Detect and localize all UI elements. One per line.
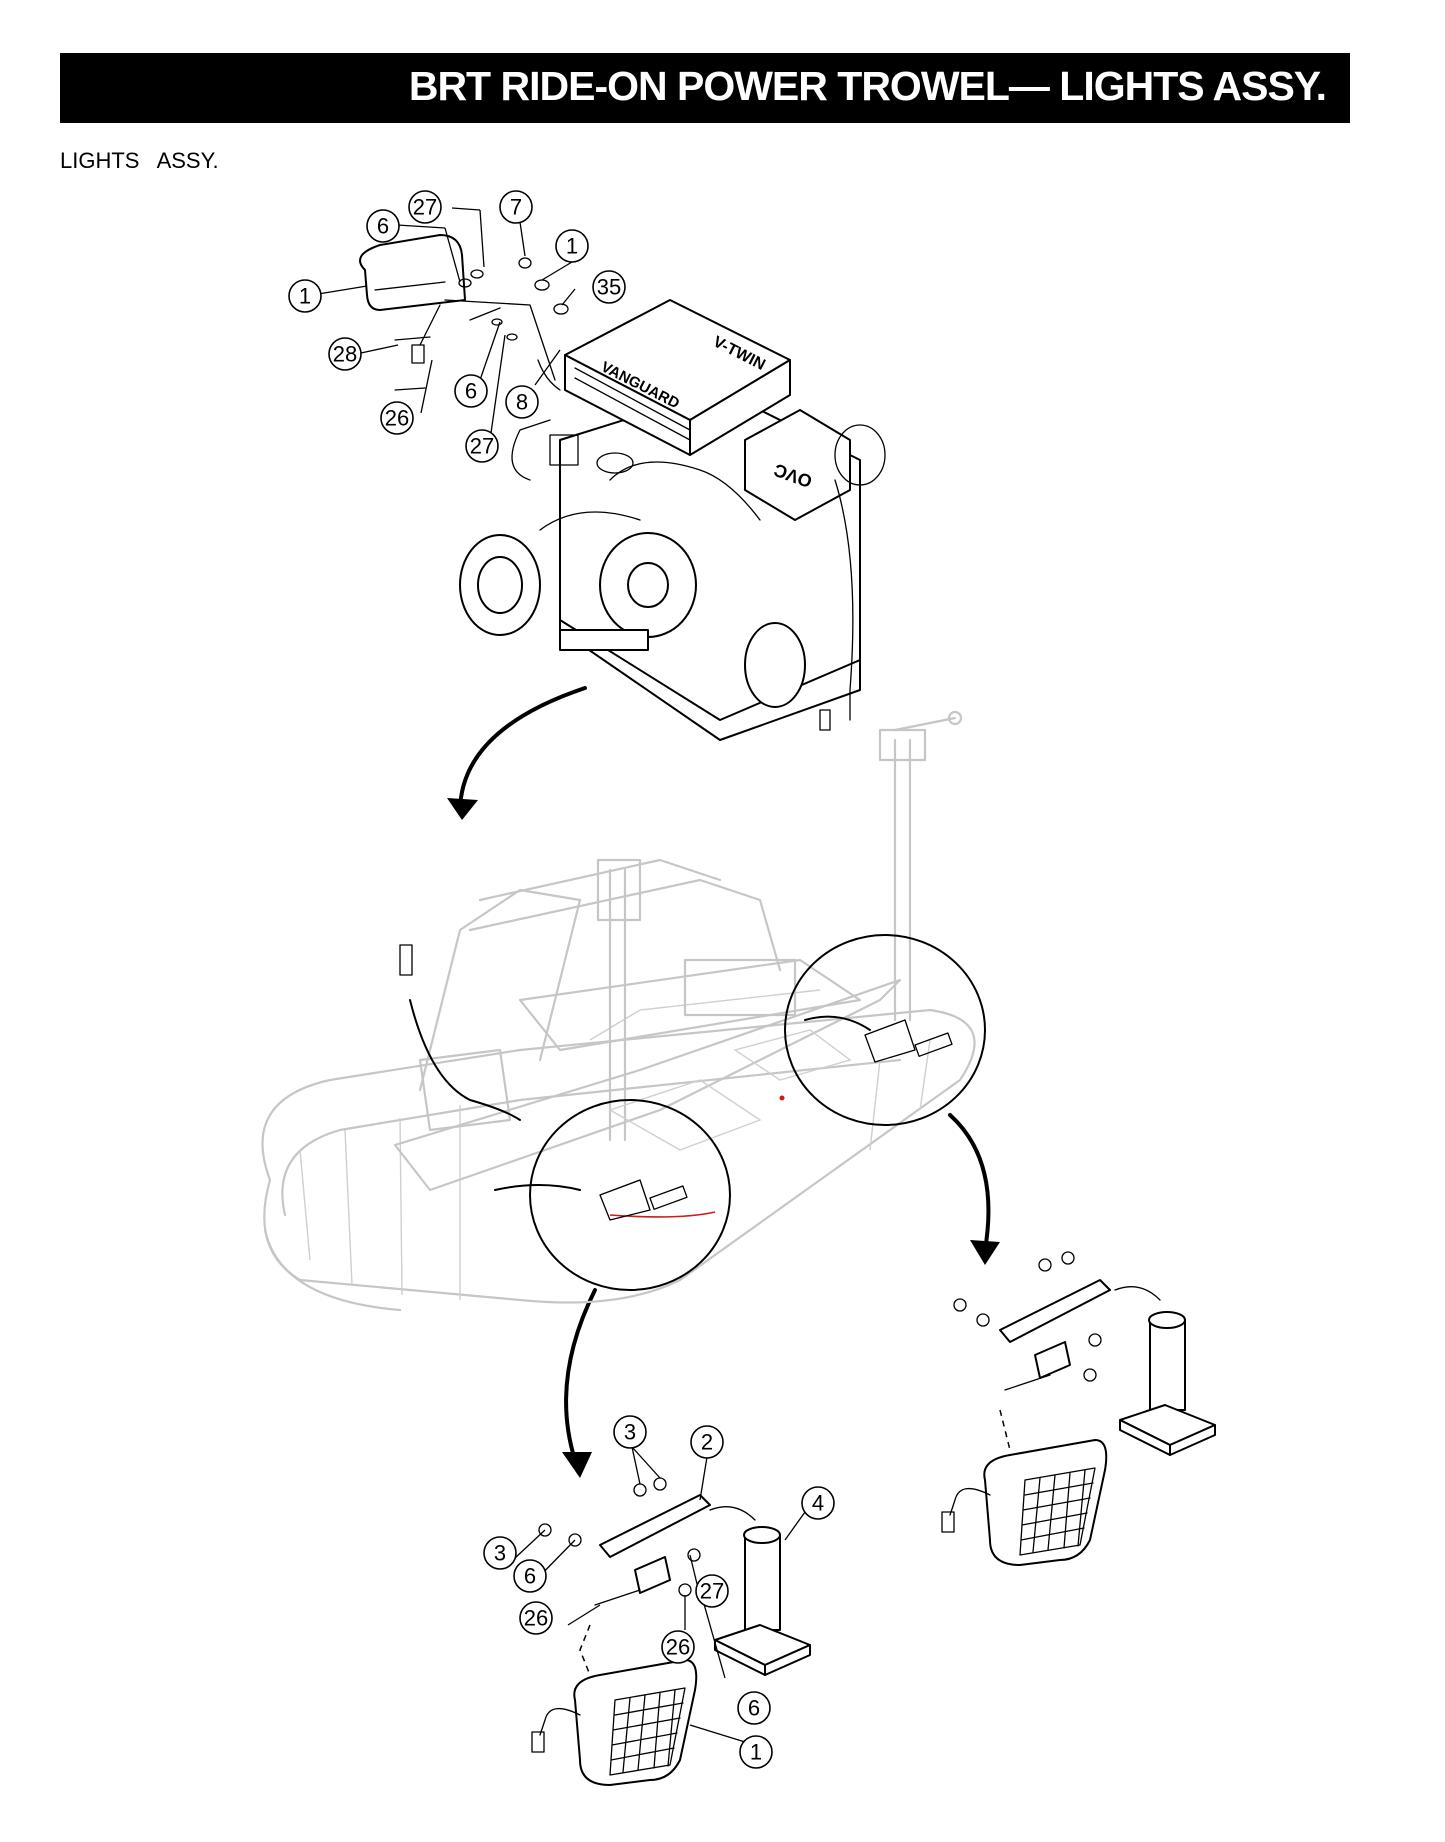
bracket-callouts: 3 2 4 3 6 27 26 26 6 1 [483,1415,835,1769]
callout-28-top: 28 [328,337,362,371]
svg-text:8: 8 [516,390,528,415]
callout-1-light-lower: 1 [739,1735,773,1769]
callout-2: 2 [690,1425,724,1459]
svg-text:26: 26 [524,1606,548,1631]
svg-text:2: 2 [701,1430,713,1455]
callout-6-mid: 6 [454,374,488,408]
callout-1-washer: 1 [555,229,589,263]
callout-6-top: 6 [366,209,400,243]
svg-text:27: 27 [700,1579,724,1604]
callout-7-top: 7 [499,190,533,224]
work-light-top [359,234,466,311]
svg-text:6: 6 [524,1564,536,1589]
svg-text:6: 6 [377,214,389,239]
callout-8-top: 8 [505,385,539,419]
svg-text:35: 35 [597,275,621,300]
svg-text:28: 28 [333,342,357,367]
callout-27-mid: 27 [465,429,499,463]
svg-text:3: 3 [624,1420,636,1445]
callout-26-bolt: 26 [519,1601,553,1635]
callout-27-bracket: 27 [695,1574,729,1608]
section-subtitle: LIGHTS ASSY. [60,148,219,173]
callout-26-top: 26 [380,401,414,435]
light-bracket-left [531,1477,811,1786]
light-bracket-right [941,1251,1216,1566]
callout-1-light: 1 [288,279,322,313]
pedestal-right [1149,1319,1186,1411]
callout-27-top: 27 [408,190,442,224]
callout-3-upper: 3 [613,1415,647,1449]
svg-text:4: 4 [812,1491,824,1516]
trowel-frame [261,710,986,1312]
callout-4: 4 [801,1486,835,1520]
pedestal-left [744,1534,781,1631]
engine-assembly: V-TWIN VANGUARD OVC [459,299,886,741]
engine-light-parts [359,234,569,391]
svg-text:6: 6 [748,1696,760,1721]
svg-text:3: 3 [494,1541,506,1566]
svg-text:1: 1 [566,234,578,259]
svg-text:7: 7 [510,195,522,220]
bracket-plate-right [999,1279,1111,1343]
svg-text:27: 27 [413,195,437,220]
svg-text:6: 6 [465,379,477,404]
flow-arrows [447,686,1000,1478]
callout-3-lower: 3 [483,1536,517,1570]
callout-35-top: 35 [592,270,626,304]
svg-text:26: 26 [385,406,409,431]
page-title: BRT RIDE-ON POWER TROWEL— LIGHTS ASSY. [408,63,1327,109]
svg-text:26: 26 [666,1635,690,1660]
svg-text:1: 1 [750,1740,762,1765]
svg-text:27: 27 [470,434,494,459]
bracket-plate-left [599,1494,711,1558]
title-bar: BRT RIDE-ON POWER TROWEL— LIGHTS ASSY. [60,53,1350,123]
callout-6-bracket: 6 [513,1559,547,1593]
callout-26-lower: 26 [661,1630,695,1664]
svg-text:1: 1 [299,284,311,309]
callout-6-lower: 6 [737,1691,771,1725]
engine-callouts: 27 6 7 1 1 35 28 6 8 26 27 [288,190,626,463]
